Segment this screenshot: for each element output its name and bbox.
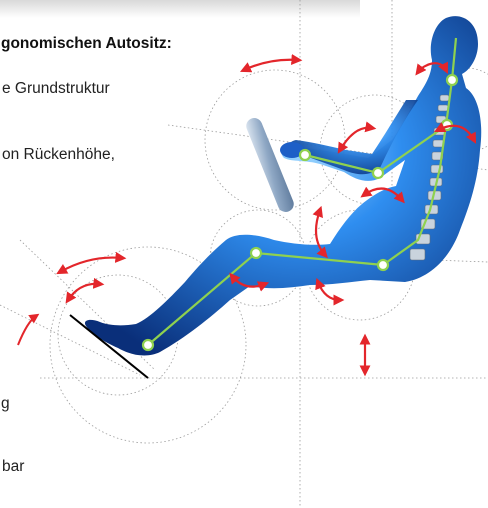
joint-knee bbox=[251, 248, 261, 258]
arrow-foot-mid bbox=[68, 284, 100, 300]
arrow-foot-top bbox=[60, 258, 122, 272]
joint-ankle bbox=[143, 340, 153, 350]
joint-elbow bbox=[373, 168, 383, 178]
joint-wrist bbox=[300, 150, 310, 160]
arrow-elbow bbox=[340, 128, 372, 150]
arrow-arm-angle bbox=[244, 60, 298, 70]
steering-wheel bbox=[244, 116, 296, 215]
arrow-left-edge bbox=[18, 316, 36, 345]
joint-hip bbox=[378, 260, 388, 270]
joint-neck bbox=[447, 75, 457, 85]
